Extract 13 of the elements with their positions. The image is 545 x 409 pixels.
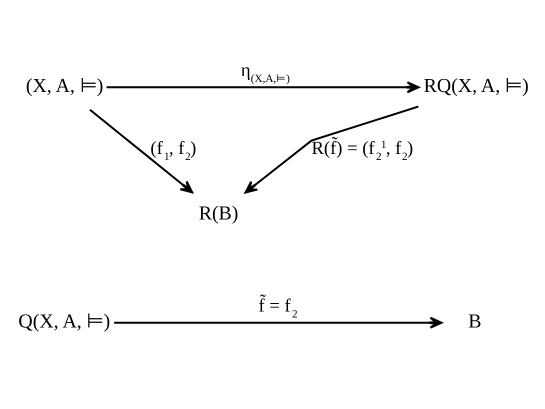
arrow — [244, 105, 419, 194]
edge-label: η$_{(X,A,⊨)}$ — [240, 60, 290, 85]
node-text: RQ(X, A, ⊨) — [424, 74, 529, 96]
node-text: B — [468, 310, 482, 332]
node-text: (X, A, ⊨) — [26, 74, 104, 96]
node-text: R(B) — [198, 202, 238, 224]
edge-label: R(f̃) = (f$_{2}$$^{1}$, f$_{2}$) — [312, 138, 414, 163]
node-text: Q(X, A, ⊨) — [18, 310, 110, 332]
edge-label: (f$_{1}$, f$_{2}$) — [150, 138, 196, 163]
arrow — [89, 108, 194, 193]
arrow — [106, 80, 420, 93]
edge-label: f̃ = f$_{2}$ — [258, 295, 298, 320]
arrow — [114, 316, 443, 328]
